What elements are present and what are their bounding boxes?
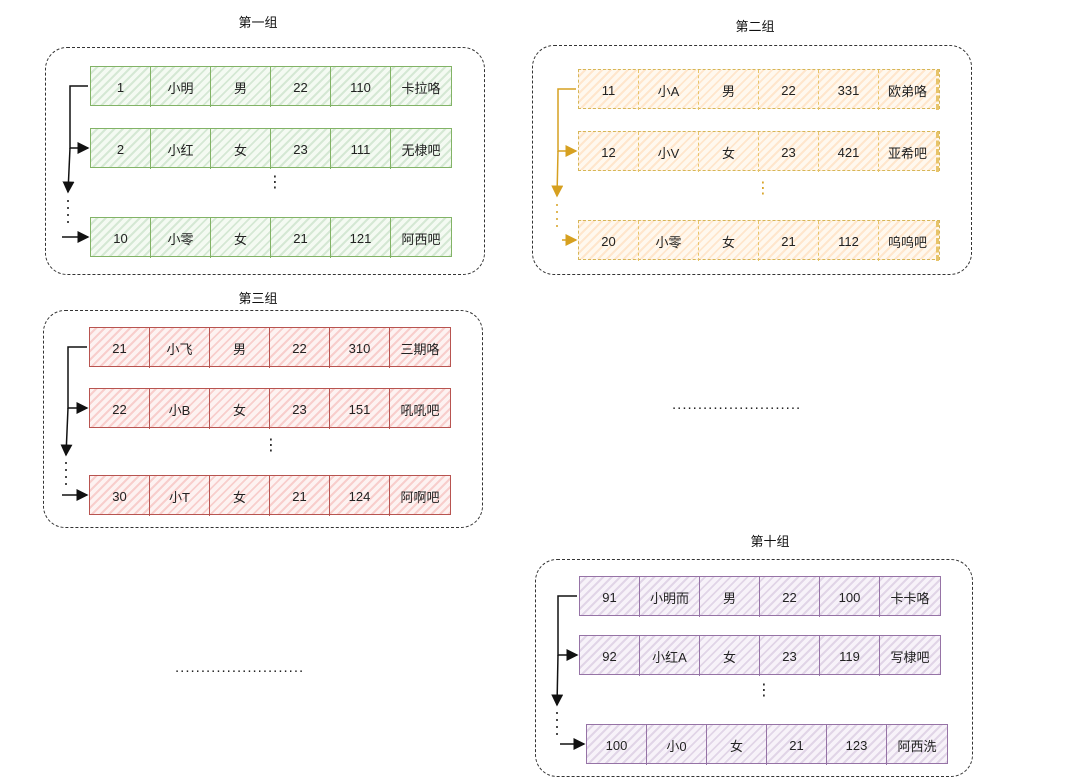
cell-note: 阿西洗 [897, 738, 937, 754]
group-3-row-3: 30 小T 女 21 124 阿啊吧 [89, 475, 451, 516]
cell-note: 呜呜吧 [879, 221, 939, 261]
cell-age: 23 [271, 129, 331, 169]
cell-gender: 女 [699, 221, 759, 261]
cell-name: 小零 [639, 221, 699, 261]
cell-age: 22 [271, 67, 331, 107]
cell-code: 421 [819, 132, 879, 172]
cell-code: 121 [331, 218, 391, 258]
cell-name: 小T [150, 476, 210, 516]
cell-age: 21 [271, 218, 331, 258]
cell-name: 小飞 [150, 328, 210, 368]
group-2-title: 第二组 [735, 19, 775, 34]
group-10-title: 第十组 [750, 534, 790, 549]
cell-id: 20 [579, 221, 639, 261]
cell-age: 21 [270, 476, 330, 516]
cell-id: 100 [587, 725, 647, 765]
cell-code: 112 [819, 221, 879, 261]
cell-age: 22 [759, 70, 819, 110]
cell-note: 欧弟咯 [879, 70, 939, 110]
cell-name: 小0 [647, 725, 707, 765]
group-3-title: 第三组 [238, 291, 278, 306]
cell-age: 21 [767, 725, 827, 765]
cell-note: 亚希吧 [879, 132, 939, 172]
cell-id: 1 [91, 67, 151, 107]
cell-id: 92 [580, 636, 640, 676]
group-2-row-2: 12 小V 女 23 421 亚希吧 [578, 131, 940, 172]
cell-id: 10 [91, 218, 151, 258]
cell-id: 22 [90, 389, 150, 429]
cell-id: 30 [90, 476, 150, 516]
group-10-row-1: 91 小明而 男 22 100 卡卡咯 [579, 576, 941, 617]
group-10-row-2: 92 小红A 女 23 119 写棣吧 [579, 635, 941, 676]
group-2-container [532, 45, 972, 275]
cell-id: 12 [579, 132, 639, 172]
cell-note: 无棣吧 [401, 142, 441, 158]
cell-note: 三期咯 [400, 341, 440, 357]
cell-gender: 女 [700, 636, 760, 676]
cell-gender: 男 [700, 577, 760, 617]
cell-gender: 男 [211, 67, 271, 107]
group-2-row-3: 20 小零 女 21 112 呜呜吧 [578, 220, 940, 261]
cell-code: 119 [820, 636, 880, 676]
cell-code: 151 [330, 389, 390, 429]
cell-note: 卡拉咯 [401, 80, 441, 96]
cell-name: 小A [639, 70, 699, 110]
cell-name: 小零 [151, 218, 211, 258]
cell-name: 小红 [151, 129, 211, 169]
cell-age: 23 [270, 389, 330, 429]
cell-age: 22 [760, 577, 820, 617]
group-3-row-2: 22 小B 女 23 151 吼吼吧 [89, 388, 451, 429]
cell-age: 23 [759, 132, 819, 172]
cell-id: 21 [90, 328, 150, 368]
more-groups-ellipsis-bottom: ......................... [175, 659, 305, 676]
cell-gender: 女 [699, 132, 759, 172]
cell-note: 阿西吧 [401, 231, 441, 247]
group-1-row-ellipsis: ⋮ [267, 174, 283, 191]
cell-name: 小V [639, 132, 699, 172]
group-2-row-ellipsis: ⋮ [755, 180, 771, 197]
group-1-row-1: 1 小明 男 22 110 卡拉咯 [90, 66, 452, 107]
group-1-row-2: 2 小红 女 23 111 无棣吧 [90, 128, 452, 169]
cell-name: 小B [150, 389, 210, 429]
cell-note: 卡卡咯 [890, 590, 930, 606]
cell-gender: 女 [210, 389, 270, 429]
cell-name: 小明 [151, 67, 211, 107]
group-2-row-1: 11 小A 男 22 331 欧弟咯 [578, 69, 940, 110]
more-groups-ellipsis: ......................... [672, 396, 802, 413]
group-1-row-3: 10 小零 女 21 121 阿西吧 [90, 217, 452, 258]
cell-gender: 男 [699, 70, 759, 110]
group-3-row-ellipsis: ⋮ [263, 437, 279, 454]
group-10-row-ellipsis: ⋮ [756, 682, 772, 699]
cell-age: 23 [760, 636, 820, 676]
cell-age: 21 [759, 221, 819, 261]
cell-code: 110 [331, 67, 391, 107]
cell-age: 22 [270, 328, 330, 368]
cell-note: 阿啊吧 [400, 489, 440, 505]
cell-gender: 女 [211, 218, 271, 258]
group-1-title: 第一组 [238, 15, 278, 30]
cell-note: 写棣吧 [890, 649, 930, 665]
cell-code: 310 [330, 328, 390, 368]
cell-id: 2 [91, 129, 151, 169]
cell-note: 吼吼吧 [400, 402, 440, 418]
cell-name: 小红A [640, 636, 700, 676]
group-10-row-3: 100 小0 女 21 123 阿西洗 [586, 724, 948, 765]
group-1-container [45, 47, 485, 275]
cell-code: 124 [330, 476, 390, 516]
group-3-row-1: 21 小飞 男 22 310 三期咯 [89, 327, 451, 368]
cell-code: 123 [827, 725, 887, 765]
cell-gender: 女 [211, 129, 271, 169]
cell-name: 小明而 [640, 577, 700, 617]
group-3-container [43, 310, 483, 528]
cell-code: 100 [820, 577, 880, 617]
cell-code: 331 [819, 70, 879, 110]
cell-gender: 女 [707, 725, 767, 765]
cell-id: 11 [579, 70, 639, 110]
cell-id: 91 [580, 577, 640, 617]
cell-gender: 女 [210, 476, 270, 516]
group-10-container [535, 559, 973, 777]
cell-code: 111 [331, 129, 391, 169]
cell-gender: 男 [210, 328, 270, 368]
